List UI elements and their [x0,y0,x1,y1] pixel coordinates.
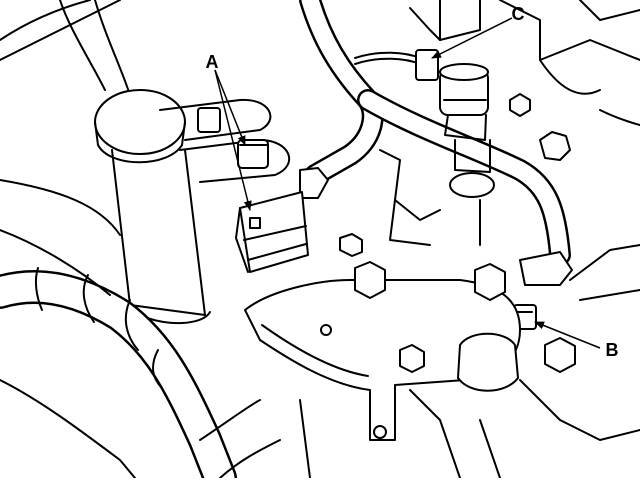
leader-b [534,321,601,349]
left-mount-cylinder [94,89,211,325]
leader-a-1 [214,69,252,211]
callout-label-b: B [606,340,619,360]
callout-label-a: A [206,52,219,72]
hose-clamps [159,98,291,183]
connector-a [235,167,329,273]
callout-label-c: C [512,4,525,24]
connector-b [513,251,573,330]
top-left-cables [0,0,131,96]
bottom-right-cylinder [457,332,519,392]
right-upper-block [499,0,640,161]
wiring-harness [299,0,571,266]
leader-c [431,17,513,59]
connector-c-assembly [409,0,495,246]
bracket-bolts [339,233,576,373]
shift-bracket [244,279,521,441]
right-lower-outlines [299,149,640,479]
left-body-outlines [0,179,281,479]
left-large-hose [0,267,237,483]
leader-a-2 [214,69,246,146]
callout-leaders [214,17,601,349]
